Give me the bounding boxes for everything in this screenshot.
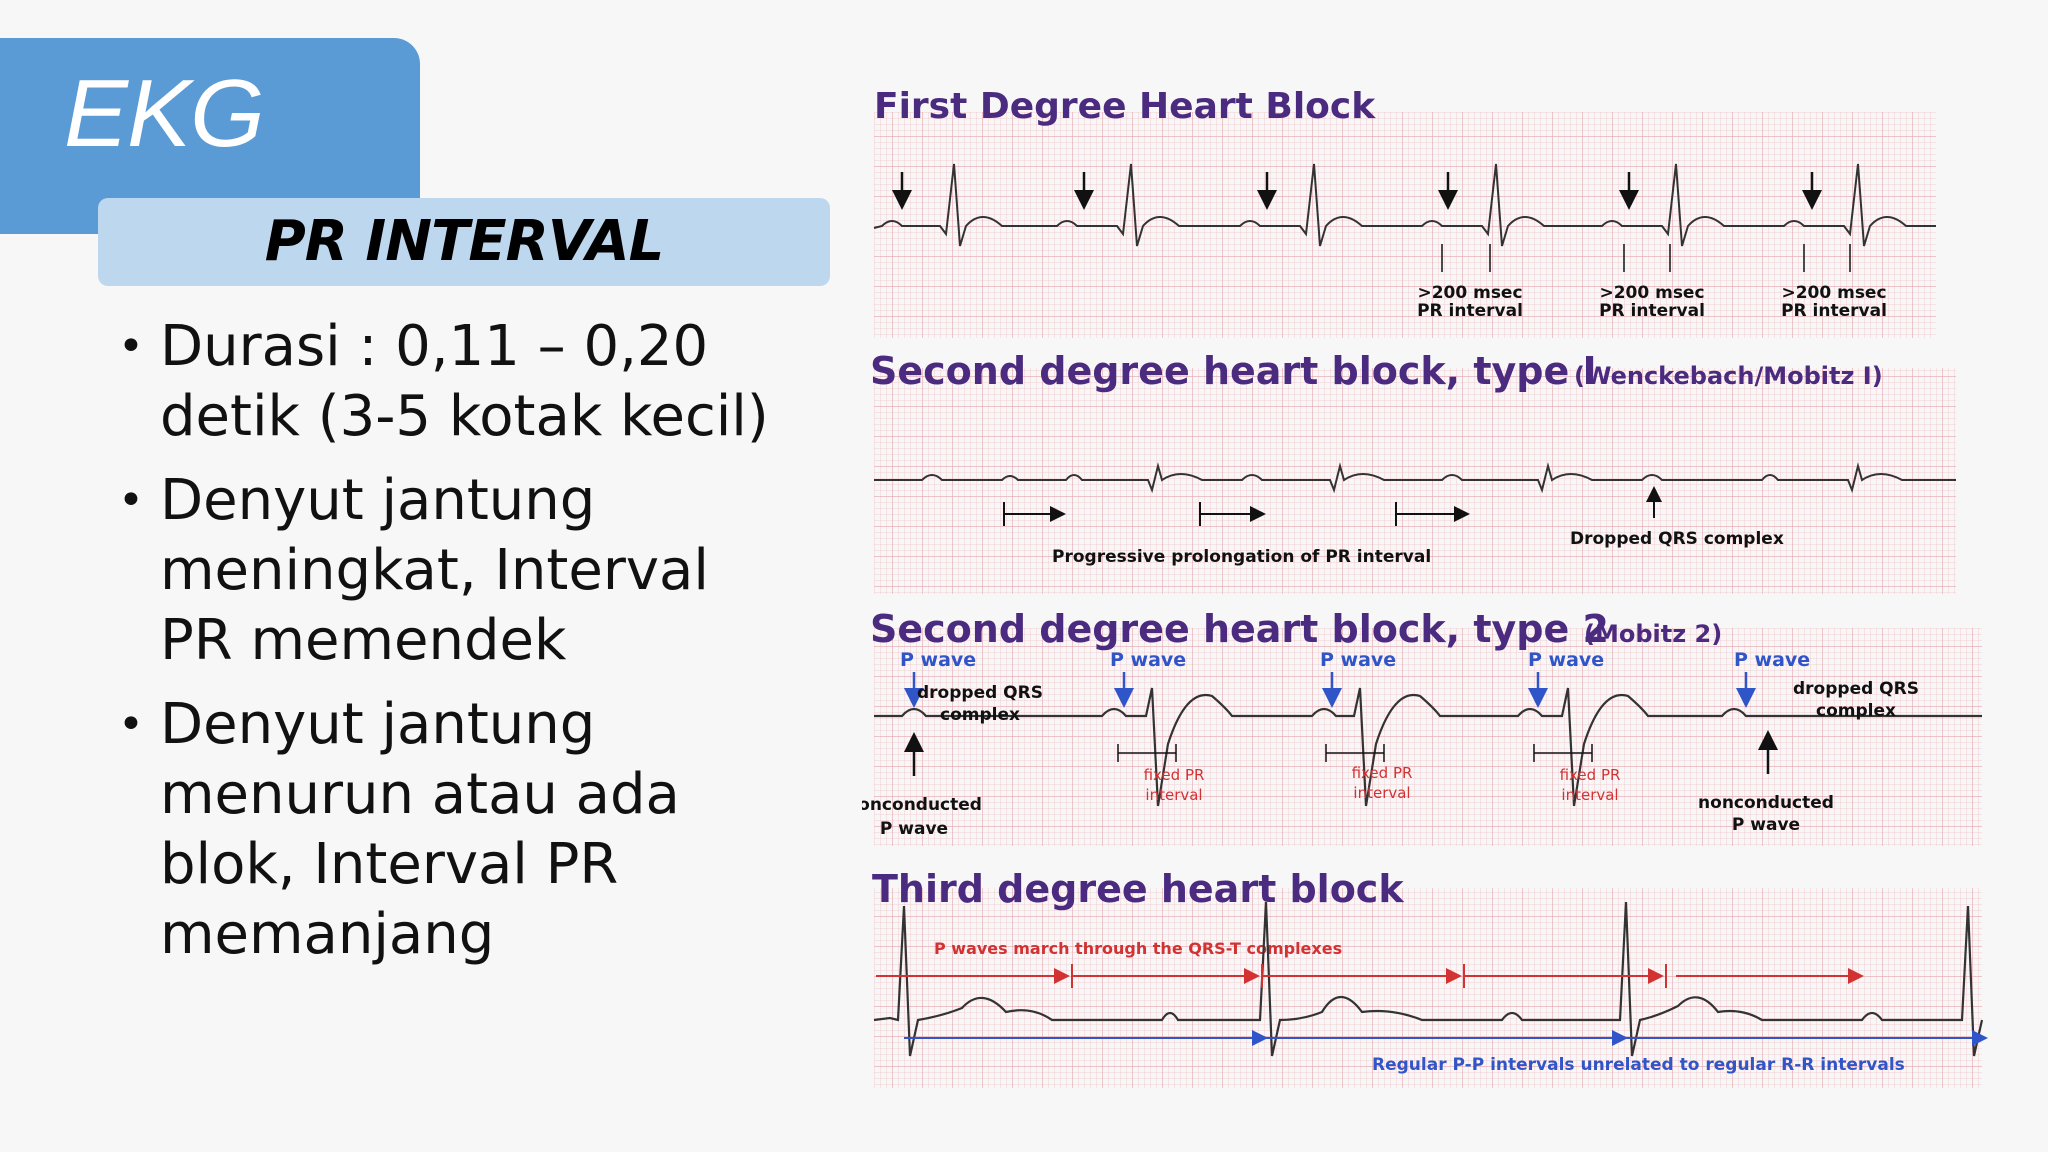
bullet-line: Denyut jantung bbox=[160, 692, 596, 757]
fixed-pr-label: fixed PR bbox=[1560, 766, 1621, 784]
bullet-line: memanjang bbox=[160, 902, 495, 967]
p-wave-label: P wave bbox=[900, 649, 976, 671]
p-wave-arrows bbox=[892, 172, 1822, 210]
annotation-label: Progressive prolongation of PR interval bbox=[1052, 547, 1431, 567]
strip-title: Second degree heart block, type 2 bbox=[870, 607, 1609, 651]
subtitle-banner bbox=[98, 198, 830, 286]
bullet-line: Durasi : 0,11 – 0,20 bbox=[160, 314, 709, 379]
pr-label: PR interval bbox=[1417, 301, 1523, 321]
nonconducted-label: nonconducted bbox=[1698, 793, 1834, 813]
bullet-dot: • bbox=[118, 699, 144, 750]
fixed-pr-label: interval bbox=[1561, 786, 1618, 804]
strip-title: First Degree Heart Block bbox=[874, 86, 1376, 127]
p-wave-label: P wave bbox=[1734, 649, 1810, 671]
slide-title: EKG bbox=[64, 60, 265, 167]
pr-label: PR interval bbox=[1781, 301, 1887, 321]
ecg-trace bbox=[874, 687, 1982, 807]
fixed-pr-label: interval bbox=[1145, 786, 1202, 804]
dropped-label: dropped QRS bbox=[1793, 679, 1919, 699]
annotation-label: P waves march through the QRS-T complexe… bbox=[934, 939, 1342, 958]
slide-subtitle: PR INTERVAL bbox=[264, 209, 665, 274]
second-degree-type1-strip: Second degree heart block, type I (Wenck… bbox=[870, 349, 1956, 594]
pr-label: >200 msec bbox=[1781, 283, 1886, 303]
ecg-trace bbox=[873, 163, 1936, 247]
bullet-line: PR memendek bbox=[160, 608, 567, 673]
third-degree-strip: Third degree heart block P waves march t… bbox=[872, 867, 1988, 1088]
bullet-list: • Durasi : 0,11 – 0,20 detik (3-5 kotak … bbox=[118, 312, 808, 984]
dropped-label: complex bbox=[1816, 701, 1896, 721]
dropped-label: dropped QRS bbox=[917, 683, 1043, 703]
nonconducted-label: P wave bbox=[880, 819, 948, 839]
pr-label: >200 msec bbox=[1417, 283, 1522, 303]
dropped-label: complex bbox=[940, 705, 1020, 725]
strip-subtitle: (Mobitz 2) bbox=[1584, 620, 1722, 648]
annotation-label: Dropped QRS complex bbox=[1570, 529, 1784, 549]
p-wave-label: P wave bbox=[1528, 649, 1604, 671]
annotation-label: Regular P-P intervals unrelated to regul… bbox=[1372, 1055, 1905, 1075]
p-wave-label: P wave bbox=[1110, 649, 1186, 671]
fixed-pr-label: interval bbox=[1353, 784, 1410, 802]
bullet-line: Denyut jantung bbox=[160, 468, 596, 533]
ecg-trace bbox=[873, 901, 1984, 1057]
bullet-line: menurun atau ada bbox=[160, 762, 680, 827]
bullet-line: detik (3-5 kotak kecil) bbox=[160, 384, 769, 449]
nonconducted-label: P wave bbox=[1732, 815, 1800, 835]
fixed-pr-label: fixed PR bbox=[1144, 766, 1205, 784]
bullet-line: blok, Interval PR bbox=[160, 832, 619, 897]
p-wave-arrows bbox=[904, 672, 1756, 708]
ecg-grid bbox=[874, 628, 1982, 846]
strip-title: Third degree heart block bbox=[872, 867, 1404, 911]
first-degree-strip: First Degree Heart Block >200 msec PR in… bbox=[873, 86, 1936, 338]
bullet-line: meningkat, Interval bbox=[160, 538, 709, 603]
bullet-item: • Durasi : 0,11 – 0,20 detik (3-5 kotak … bbox=[118, 312, 808, 452]
bullet-item: • Denyut jantung meningkat, Interval PR … bbox=[118, 466, 808, 676]
bullet-item: • Denyut jantung menurun atau ada blok, … bbox=[118, 690, 808, 970]
p-wave-label: P wave bbox=[1320, 649, 1396, 671]
pr-label: >200 msec bbox=[1599, 283, 1704, 303]
ecg-grid bbox=[874, 888, 1982, 1088]
fixed-pr-label: fixed PR bbox=[1352, 764, 1413, 782]
second-degree-type2-strip: Second degree heart block, type 2 (Mobit… bbox=[862, 607, 1982, 846]
strip-title: Second degree heart block, type I bbox=[870, 349, 1597, 393]
strip-subtitle: (Wenckebach/Mobitz I) bbox=[1574, 362, 1883, 390]
ekg-figure: First Degree Heart Block >200 msec PR in… bbox=[862, 86, 1988, 1088]
bullet-dot: • bbox=[118, 321, 144, 372]
pr-label: PR interval bbox=[1599, 301, 1705, 321]
bullet-dot: • bbox=[118, 475, 144, 526]
ecg-trace bbox=[874, 462, 1956, 494]
nonconducted-label: nonconducted bbox=[862, 795, 982, 815]
